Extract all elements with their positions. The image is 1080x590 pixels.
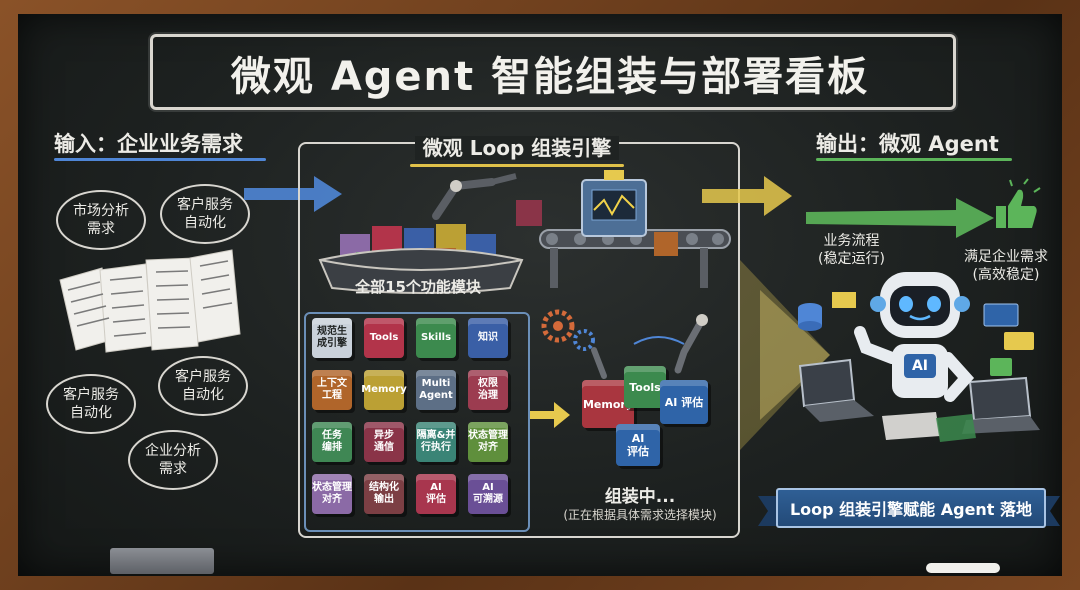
robot-badge: AI bbox=[911, 358, 929, 374]
module-cube: 异步 通信 bbox=[364, 422, 404, 462]
output-arrow-icon bbox=[702, 176, 792, 216]
output-header: 输出：微观 Agent bbox=[816, 132, 999, 156]
documents-icon bbox=[59, 249, 241, 353]
eraser-icon bbox=[110, 548, 214, 574]
module-cube: 任务 编排 bbox=[312, 422, 352, 462]
module-cube: Memory bbox=[361, 370, 407, 410]
output-underline bbox=[816, 158, 1012, 161]
need-cloud: 客户服务 自动化 bbox=[46, 374, 136, 434]
conveyor-machine-icon bbox=[516, 170, 731, 288]
module-cube: Multi Agent bbox=[416, 370, 456, 410]
module-cube: 规范生 成引擎 bbox=[312, 318, 352, 358]
title-frame bbox=[150, 34, 956, 110]
thumbs-up-icon bbox=[996, 178, 1041, 228]
assembly-cube-ai-eval-2: AI 评估 bbox=[616, 424, 660, 466]
page-title: 微观 Agent 智能组装与部署看板 bbox=[230, 54, 870, 100]
module-cube: 结构化 输出 bbox=[364, 474, 404, 514]
assembly-status: 组装中... bbox=[604, 487, 676, 507]
module-cube: AI 可溯源 bbox=[468, 474, 508, 514]
assembly-cube-ai-eval: AI 评估 bbox=[660, 380, 708, 424]
engine-underline bbox=[410, 164, 624, 167]
meet-needs-label: 满足企业需求 (高效稳定) bbox=[964, 249, 1048, 283]
module-cube: 状态管理 对齐 bbox=[468, 422, 508, 462]
module-pool-label: 全部15个功能模块 bbox=[355, 278, 481, 296]
module-cube: Skills bbox=[416, 318, 456, 358]
assembly-cube-tools: Tools bbox=[624, 366, 666, 408]
module-grid bbox=[304, 312, 530, 532]
assembly-status-sub: (正在根据具体需求选择模块) bbox=[563, 508, 717, 522]
engine-header: 微观 Loop 组装引擎 bbox=[298, 132, 736, 161]
module-cube: Tools bbox=[364, 318, 404, 358]
need-cloud: 客户服务 自动化 bbox=[160, 184, 250, 244]
gears-and-arm-icon bbox=[541, 309, 708, 379]
input-underline bbox=[54, 158, 266, 161]
chalk-icon bbox=[926, 563, 1000, 573]
module-cube: 知识 bbox=[468, 318, 508, 358]
success-arrow-icon bbox=[806, 198, 994, 238]
light-beam-icon bbox=[740, 260, 830, 450]
need-cloud: 市场分析 需求 bbox=[56, 190, 146, 250]
input-header: 输入：企业业务需求 bbox=[54, 132, 243, 156]
need-cloud: 企业分析 需求 bbox=[128, 430, 218, 490]
module-basket-icon bbox=[318, 173, 524, 294]
robot-agent-icon bbox=[798, 272, 1040, 442]
assembly-arrow-icon bbox=[530, 402, 570, 428]
need-cloud: 客户服务 自动化 bbox=[158, 356, 248, 416]
module-cube: 上下文 工程 bbox=[312, 370, 352, 410]
module-cube: AI 评估 bbox=[416, 474, 456, 514]
module-cube: 状态管理 对齐 bbox=[312, 474, 352, 514]
module-cube: 隔离&并 行执行 bbox=[416, 422, 456, 462]
module-cube: 权限 治理 bbox=[468, 370, 508, 410]
banner: Loop 组装引擎赋能 Agent 落地 bbox=[776, 488, 1046, 528]
input-arrow-icon bbox=[244, 176, 342, 212]
flow-label: 业务流程 (稳定运行) bbox=[818, 233, 885, 267]
